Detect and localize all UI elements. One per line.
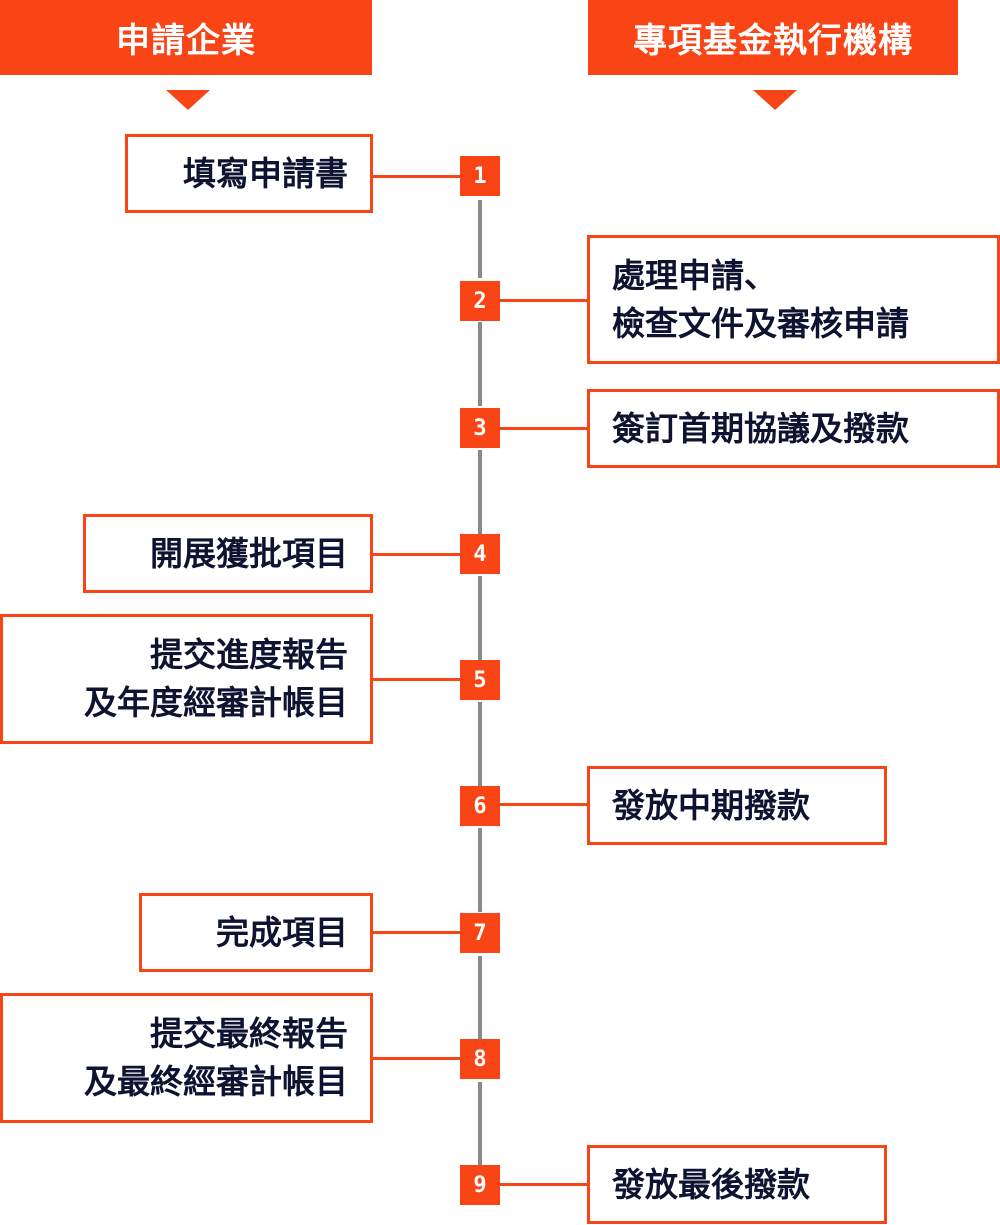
step-box-5: 提交進度報告 及年度經審計帳目 [0,614,373,744]
step-box-8: 提交最終報告 及最終經審計帳目 [0,993,373,1123]
connector [373,678,463,681]
step-box-9: 發放最後撥款 [587,1145,887,1224]
down-arrow-icon [166,90,210,110]
step-text: 提交最終報告 [150,1014,348,1053]
connector [373,931,463,934]
timeline-spine [478,828,482,912]
connector [373,1057,463,1060]
step-box-7: 完成項目 [139,893,373,972]
step-badge-8: 8 [460,1039,500,1079]
step-text: 完成項目 [216,912,348,952]
step-badge-4: 4 [460,534,500,574]
step-box-4: 開展獲批項目 [83,514,373,593]
connector [498,427,590,430]
down-arrow-icon [753,90,797,110]
step-box-2: 處理申請、 檢查文件及審核申請 [587,235,1000,364]
header-agency: 專項基金執行機構 [588,0,958,75]
step-text: 處理申請、 [612,255,777,295]
timeline-spine [478,956,482,1040]
step-text: 簽訂首期協議及撥款 [612,408,909,448]
step-badge-7: 7 [460,913,500,953]
step-text: 及年度經審計帳目 [84,683,348,722]
step-text: 提交進度報告 [150,635,348,674]
step-box-3: 簽訂首期協議及撥款 [587,389,1000,468]
step-box-6: 發放中期撥款 [587,766,887,845]
step-badge-9: 9 [460,1165,500,1205]
step-badge-3: 3 [460,408,500,448]
header-applicant: 申請企業 [0,0,372,75]
step-badge-2: 2 [460,281,500,321]
step-box-1: 填寫申請書 [125,134,373,213]
connector [498,1183,590,1186]
timeline-spine [478,576,482,660]
timeline-spine [478,200,482,278]
step-badge-6: 6 [460,786,500,826]
header-agency-label: 專項基金執行機構 [633,21,913,61]
step-text: 發放最後撥款 [612,1164,810,1204]
step-badge-1: 1 [460,156,500,196]
timeline-spine [478,322,482,406]
step-badge-5: 5 [460,660,500,700]
step-text: 填寫申請書 [183,153,348,193]
connector [498,299,590,302]
connector [498,803,590,806]
step-text: 檢查文件及審核申請 [612,303,909,343]
header-applicant-label: 申請企業 [116,21,256,61]
step-text: 及最終經審計帳目 [84,1062,348,1101]
step-text: 發放中期撥款 [612,785,810,825]
timeline-spine [478,702,482,786]
connector [373,553,463,556]
timeline-spine [478,1082,482,1166]
connector [373,175,463,178]
timeline-spine [478,450,482,534]
step-text: 開展獲批項目 [150,533,348,573]
